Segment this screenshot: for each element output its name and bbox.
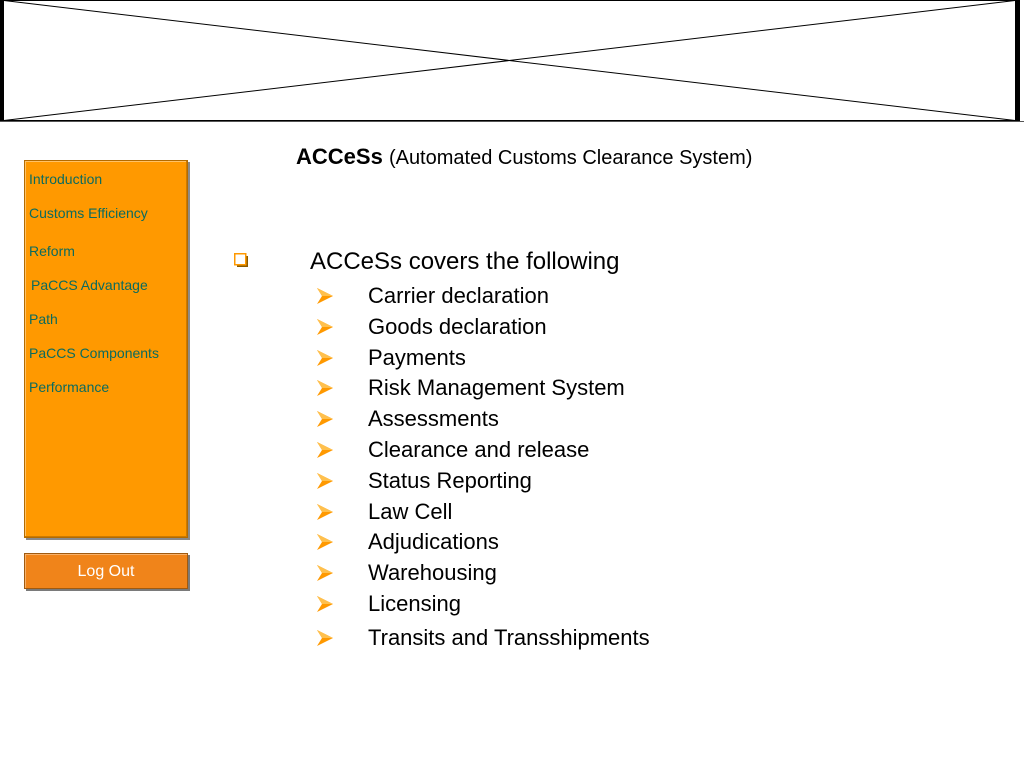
arrow-bullet-icon [317, 441, 333, 458]
arrow-bullet-icon [317, 349, 333, 366]
arrow-bullet-icon [317, 534, 333, 551]
sidebar-item-path[interactable]: Path [29, 311, 58, 327]
sidebar-item-introduction[interactable]: Introduction [29, 171, 103, 187]
arrow-bullet-icon [317, 472, 333, 489]
logout-button[interactable]: Log Out [24, 553, 188, 589]
checkbox-bullet-icon [234, 253, 248, 267]
sidebar-nav: Introduction Customs Efficiency Reform P… [24, 160, 188, 538]
arrow-bullet-icon [317, 565, 333, 582]
arrow-bullet-icon [317, 318, 333, 335]
sidebar-item-customs-efficiency[interactable]: Customs Efficiency [29, 205, 148, 221]
sidebar-item-reform[interactable]: Reform [29, 243, 75, 259]
sidebar-item-paccs-components[interactable]: PaCCS Components [29, 345, 159, 361]
sidebar-item-performance[interactable]: Performance [29, 379, 110, 395]
arrow-bullet-icon [317, 411, 333, 428]
arrow-bullet-icon [317, 629, 333, 646]
arrow-bullet-icon [317, 595, 333, 612]
title-subtitle: (Automated Customs Clearance System) [388, 147, 753, 169]
page-title: ACCeSs (Automated Customs Clearance Syst… [296, 144, 752, 170]
sidebar-item-paccs-advantage[interactable]: PaCCS Advantage [31, 277, 148, 293]
arrow-bullet-icon [317, 503, 333, 520]
banner-image-placeholder [0, 0, 1024, 123]
title-bold: ACCeSs [296, 144, 383, 169]
arrow-bullet-icon [317, 288, 333, 304]
arrow-bullet-icon [317, 380, 333, 397]
main-bullet-text: ACCeSs covers the following [310, 248, 620, 275]
